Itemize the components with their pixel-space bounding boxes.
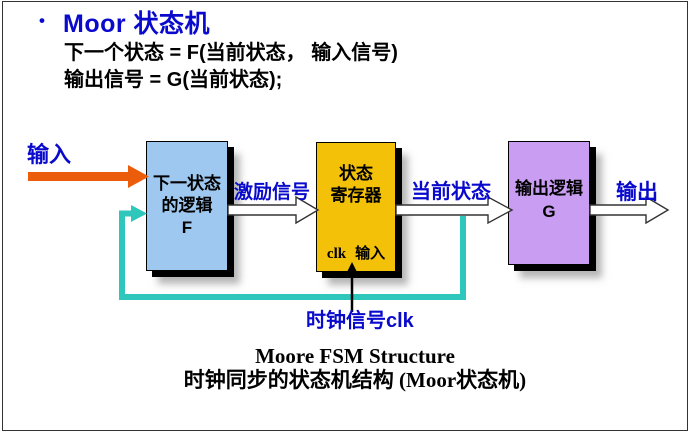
block-output-logic-line1: 输出逻辑 [515,179,583,198]
block-output-logic: 输出逻辑 G [508,141,590,265]
input-label: 输入 [27,142,72,167]
clock-signal-label: 时钟信号clk [306,310,414,332]
excitation-signal-label: 激励信号 [234,182,311,203]
bullet-icon: • [39,11,45,30]
block-next-state-line3: F [181,218,193,237]
page-title: Moor 状态机 [63,10,211,38]
block-state-register-line2: 寄存器 [330,186,382,205]
feedback-arrowhead-icon [131,205,147,222]
clk-input-text: 输入 [355,245,386,262]
clk-label: clk [326,246,347,262]
formula-output: 输出信号 = G(当前状态); [64,69,283,91]
block-state-register-title: 状态 寄存器 [331,163,382,207]
block-state-register: 状态 寄存器 clk 输入 [316,142,396,272]
block-next-state-line2: 的逻辑 [161,196,213,215]
output-label: 输出 [616,181,658,204]
block-state-register-line1: 状态 [339,164,373,183]
clk-input-label: clk 输入 [327,243,385,265]
block-next-state-logic: 下一状态 的逻辑 F [146,141,228,271]
caption-title-en: Moore FSM Structure [255,344,455,368]
caption: Moore FSM Structure 时钟同步的状态机结构 (Moor状态机) [20,344,690,393]
block-next-state-line1: 下一状态 [153,174,221,193]
block-output-logic-line2: G [542,202,556,221]
caption-title-zh: 时钟同步的状态机结构 (Moor状态机) [183,368,527,392]
current-state-label: 当前状态 [411,181,491,203]
formula-next-state: 下一个状态 = F(当前状态， 输入信号) [64,42,398,64]
